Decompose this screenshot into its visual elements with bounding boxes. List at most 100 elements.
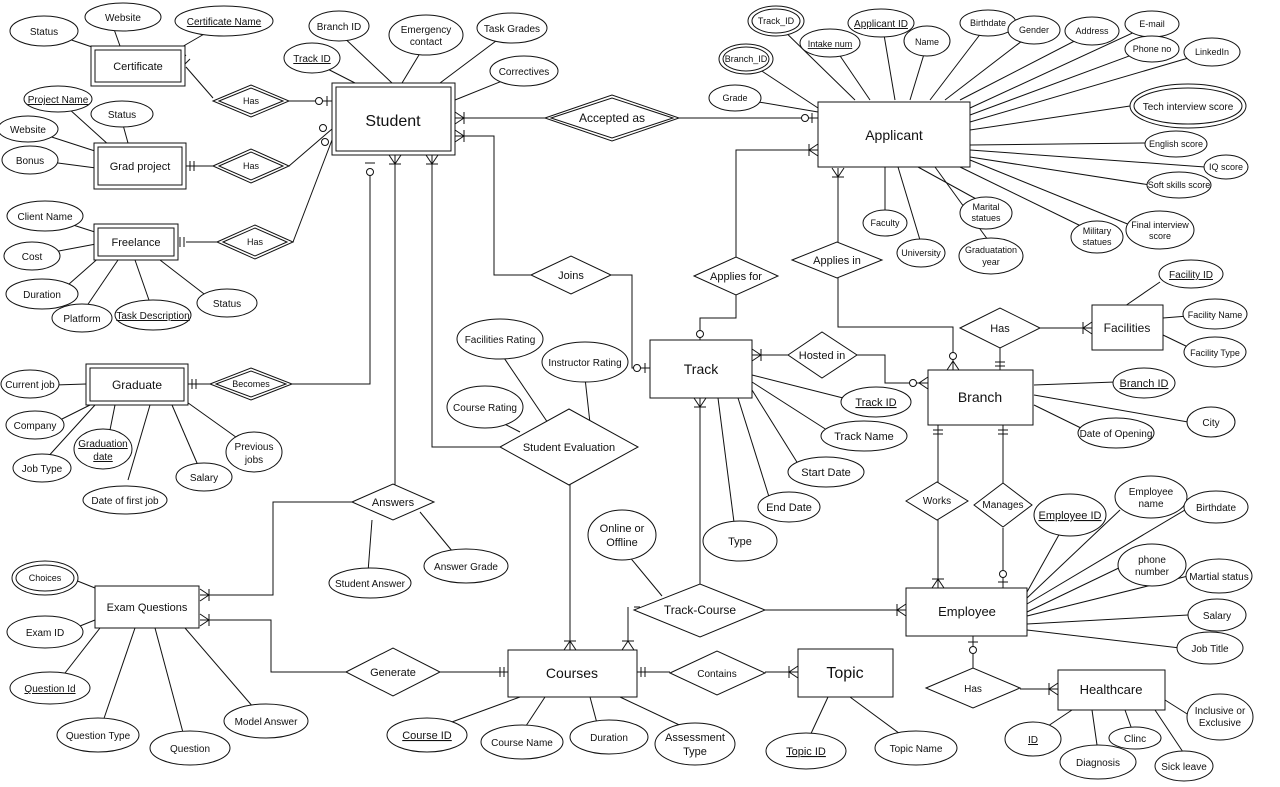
rel-generate-label: Generate: [370, 667, 416, 679]
attr-ap-address: Address: [1064, 16, 1120, 46]
entity-freelance[interactable]: Freelance: [93, 223, 179, 261]
entity-topic[interactable]: Topic: [797, 648, 894, 698]
svg-text:IQ score: IQ score: [1209, 162, 1243, 172]
relationship-joins[interactable]: Joins: [529, 255, 613, 295]
relationship-works[interactable]: Works: [905, 481, 969, 521]
svg-text:Job Type: Job Type: [22, 464, 63, 475]
relationship-employee-has[interactable]: Has: [924, 667, 1022, 709]
attr-st-task-grades: Task Grades: [476, 12, 548, 44]
rel-contains-label: Contains: [697, 669, 736, 680]
svg-text:Birthdate: Birthdate: [1196, 503, 1236, 514]
svg-text:Faculty: Faculty: [870, 218, 900, 228]
relationship-generate[interactable]: Generate: [344, 647, 442, 697]
rel-accepted-label: Accepted as: [579, 111, 645, 125]
entity-certificate[interactable]: Certificate: [90, 45, 186, 87]
svg-text:Martial status: Martial status: [1189, 572, 1248, 583]
attr-proj-website: Website: [0, 115, 59, 143]
relationship-hosted-in[interactable]: Hosted in: [787, 331, 858, 379]
entity-grad-project-label: Grad project: [110, 161, 171, 173]
attr-em-salary: Salary: [1187, 598, 1247, 632]
attr-ev-instructor: Instructor Rating: [541, 341, 629, 383]
entity-graduate-label: Graduate: [112, 378, 162, 392]
relationship-manages[interactable]: Manages: [973, 482, 1033, 528]
svg-text:Status: Status: [108, 110, 136, 121]
entity-applicant[interactable]: Applicant: [817, 101, 971, 168]
attr-fl-duration: Duration: [5, 278, 79, 310]
svg-text:Question: Question: [170, 744, 210, 755]
attr-gr-first-job: Date of first job: [82, 485, 168, 515]
attr-co-name: Course Name: [480, 724, 564, 760]
attr-an-student: Student Answer: [328, 567, 412, 599]
attr-st-track-id: Track ID: [283, 42, 341, 74]
relationship-student-evaluation[interactable]: Student Evaluation: [498, 408, 640, 486]
attr-cert-status: Status: [9, 15, 79, 47]
svg-text:Sick leave: Sick leave: [1161, 762, 1207, 773]
svg-text:Soft skills score: Soft skills score: [1148, 180, 1211, 190]
svg-text:phone: phone: [1138, 555, 1166, 566]
entity-student[interactable]: Student: [331, 82, 456, 156]
svg-text:Start Date: Start Date: [801, 467, 851, 479]
svg-text:Employee ID: Employee ID: [1039, 510, 1102, 522]
attr-eq-model: Model Answer: [223, 703, 309, 739]
attr-em-birthdate: Birthdate: [1183, 490, 1249, 524]
svg-text:Intake num: Intake num: [808, 39, 853, 49]
relationship-grad-has[interactable]: Has: [211, 148, 291, 184]
attr-gr-current-job: Current job: [0, 369, 60, 399]
relationships: Has Has Has Becomes Accepted as Joins Ap…: [208, 84, 1042, 709]
svg-text:score: score: [1149, 231, 1171, 241]
entity-branch[interactable]: Branch: [927, 369, 1034, 426]
attr-eq-qtype: Question Type: [56, 717, 140, 753]
entity-facilities[interactable]: Facilities: [1091, 304, 1164, 351]
attr-em-id: Employee ID: [1033, 493, 1107, 537]
relationship-becomes[interactable]: Becomes: [208, 367, 294, 401]
relationship-applies-in[interactable]: Applies in: [790, 241, 884, 279]
svg-text:Phone no: Phone no: [1133, 44, 1172, 54]
entity-graduate[interactable]: Graduate: [85, 363, 189, 406]
rel-works-label: Works: [923, 496, 951, 507]
attr-ev-course: Course Rating: [446, 385, 524, 429]
svg-text:Military: Military: [1083, 226, 1112, 236]
svg-text:Assessment: Assessment: [665, 732, 725, 744]
attr-br-opening: Date of Opening: [1077, 417, 1155, 449]
attr-ev-facilities: Facilities Rating: [456, 318, 544, 360]
svg-text:number: number: [1135, 567, 1170, 578]
entity-topic-label: Topic: [826, 665, 863, 682]
rel-joins-label: Joins: [558, 270, 584, 282]
svg-text:Gender: Gender: [1019, 25, 1049, 35]
relationship-track-course[interactable]: Track-Course: [632, 583, 767, 638]
entity-healthcare-label: Healthcare: [1080, 682, 1143, 697]
attr-ap-soft: Soft skills score: [1146, 171, 1212, 199]
attr-br-city: City: [1186, 406, 1236, 438]
svg-text:Offline: Offline: [606, 537, 638, 549]
svg-text:LinkedIn: LinkedIn: [1195, 47, 1229, 57]
svg-text:Date of Opening: Date of Opening: [1080, 429, 1153, 440]
entity-courses[interactable]: Courses: [507, 649, 638, 698]
svg-text:Salary: Salary: [1203, 611, 1231, 622]
svg-text:Track_ID: Track_ID: [758, 16, 795, 26]
attr-hc-diagnosis: Diagnosis: [1059, 744, 1137, 780]
entity-grad-project[interactable]: Grad project: [93, 142, 187, 190]
relationship-facilities-has[interactable]: Has: [958, 307, 1042, 349]
entity-track[interactable]: Track: [649, 339, 753, 399]
relationship-freelance-has[interactable]: Has: [215, 224, 295, 260]
entity-exam-questions[interactable]: Exam Questions: [94, 585, 200, 629]
entity-healthcare[interactable]: Healthcare: [1057, 669, 1166, 711]
svg-text:Website: Website: [105, 13, 141, 24]
svg-text:University: University: [901, 248, 941, 258]
attr-cert-website: Website: [84, 2, 162, 32]
attr-proj-name: Project Name: [23, 85, 93, 113]
attr-to-id: Topic ID: [765, 732, 847, 770]
relationship-certificate-has[interactable]: Has: [211, 84, 291, 118]
relationship-contains[interactable]: Contains: [668, 650, 767, 696]
attr-proj-status: Status: [90, 100, 154, 128]
relationship-applies-for[interactable]: Applies for: [692, 256, 780, 296]
svg-text:Course Name: Course Name: [491, 738, 553, 749]
entity-employee[interactable]: Employee: [905, 587, 1028, 637]
relationship-accepted-as[interactable]: Accepted as: [543, 94, 681, 142]
relationship-answers[interactable]: Answers: [350, 483, 436, 521]
